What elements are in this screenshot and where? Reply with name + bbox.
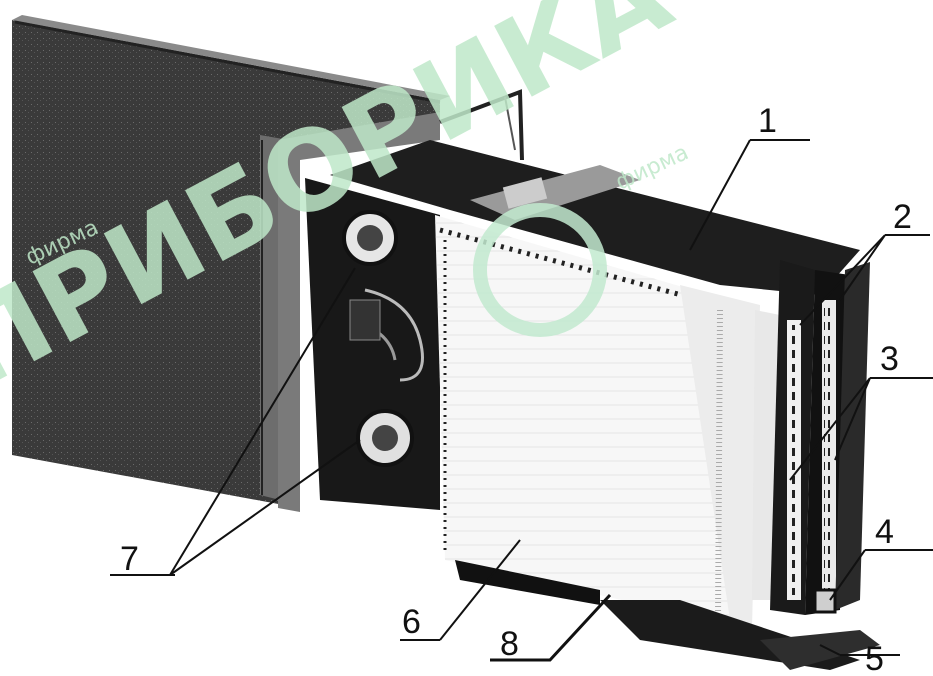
stop-button <box>813 588 837 614</box>
base-rails <box>455 560 880 670</box>
callout-2: 2 <box>893 198 912 236</box>
mechanism-panel <box>305 178 440 510</box>
callout-1: 1 <box>758 102 777 140</box>
leader-lines <box>110 139 933 662</box>
scales <box>752 260 870 615</box>
callout-5: 5 <box>865 640 884 676</box>
callout-8: 8 <box>500 625 519 663</box>
callout-6: 6 <box>402 603 421 641</box>
chassis-top <box>330 140 860 295</box>
callout-4: 4 <box>875 513 894 551</box>
svg-text:фирма: фирма <box>612 140 692 195</box>
callout-3: 3 <box>880 340 899 378</box>
callout-labels: 1 2 3 4 5 6 7 8 <box>120 102 912 676</box>
front-frame <box>278 89 524 512</box>
callout-7: 7 <box>120 540 139 578</box>
